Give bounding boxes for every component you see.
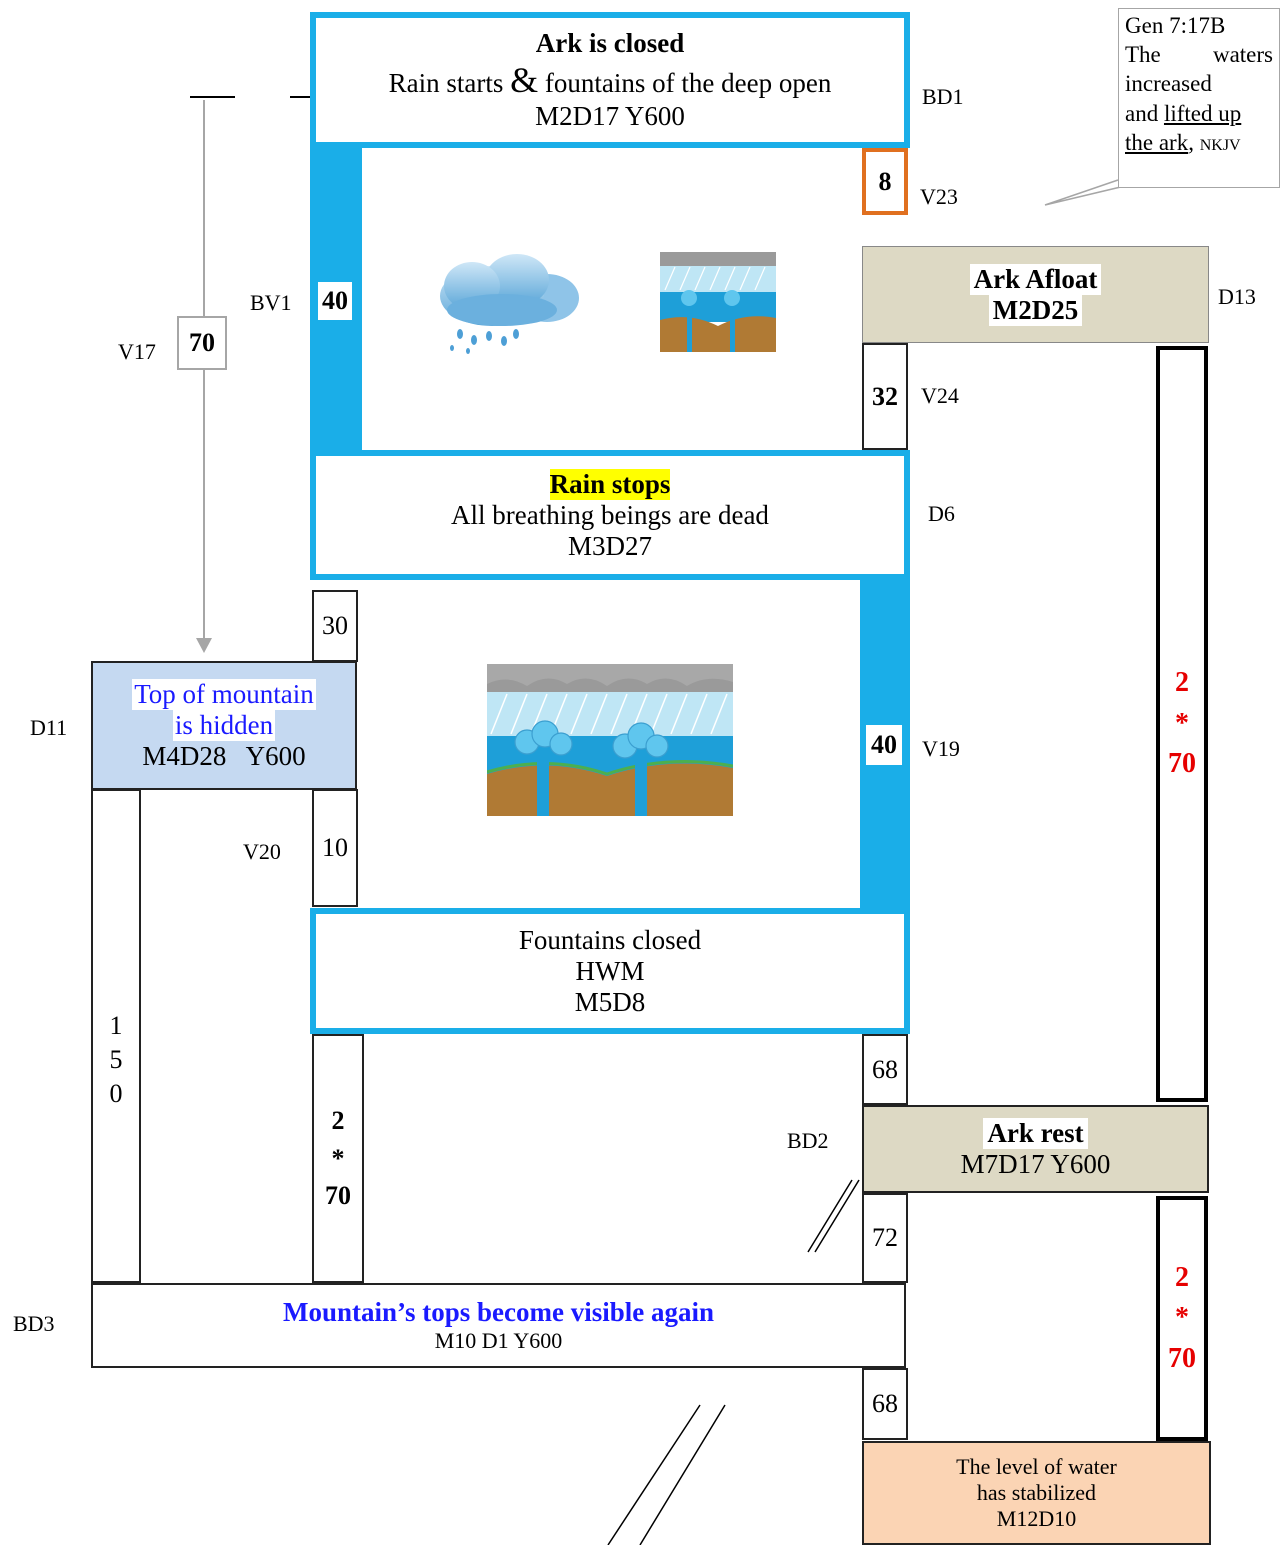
ark-closed-text-b: fountains of the deep open (538, 68, 832, 98)
callout-nkjv: NKJV (1199, 136, 1241, 154)
fountains-closed-title: Fountains closed (518, 924, 702, 955)
mountain-visible-title: Mountain’s tops become visible again (282, 1297, 715, 1327)
callout-the: The (1125, 42, 1161, 68)
ark-afloat-title: Ark Afloat (973, 263, 1098, 294)
count-150-box: 1 5 0 (91, 789, 141, 1283)
right-bottom-star: * (1175, 1302, 1189, 1334)
right-bottom-70: 70 (1168, 1342, 1196, 1374)
label-v20: V20 (243, 839, 281, 864)
ark-closed-box: Ark is closed Rain starts & fountains of… (310, 12, 910, 148)
count-72-box: 72 (862, 1193, 908, 1283)
flood-fountain-icon-small (660, 252, 776, 352)
mountain-hidden-box: Top of mountain is hidden M4D28 Y600 (91, 661, 357, 790)
v23-count-box: 8 (862, 148, 908, 215)
count-10-box: 10 (312, 789, 358, 907)
rain-stops-box: Rain stops All breathing beings are dead… (310, 450, 910, 580)
ark-closed-amp: & (510, 60, 539, 100)
ark-closed-text-a: Rain starts (388, 68, 511, 98)
ark-closed-date: M2D17 Y600 (535, 101, 685, 131)
left-70: 70 (325, 1181, 351, 1211)
count-30-box: 30 (312, 590, 358, 662)
rain-cloud-icon (440, 254, 579, 354)
ark-afloat-label-wrap: Ark Afloat (969, 263, 1102, 295)
mountain-hidden-date: M4D28 Y600 (142, 741, 306, 771)
callout-increased: increased (1125, 71, 1212, 97)
callout-line2: The waters (1125, 40, 1273, 69)
ark-closed-title: Ark is closed (535, 28, 685, 58)
callout-lifted: lifted up (1163, 100, 1242, 126)
water-stabilized-line1: The level of water (956, 1454, 1117, 1479)
label-bd3: BD3 (13, 1311, 55, 1336)
count-150-digit2: 5 (109, 1044, 123, 1074)
right-bottom-2: 2 (1175, 1261, 1189, 1293)
right-top-70: 70 (1168, 748, 1196, 780)
fountains-closed-box: Fountains closed HWM M5D8 (310, 908, 910, 1034)
mountain-hidden-line1: Top of mountain (132, 679, 316, 710)
rain-stops-title: Rain stops (549, 468, 671, 500)
fountains-closed-date: M5D8 (574, 986, 646, 1017)
count-150-digit3: 0 (109, 1078, 123, 1108)
count-150-digit1: 1 (109, 1011, 123, 1040)
rain-stops-date: M3D27 (567, 530, 652, 561)
water-stabilized-line2: has stabilized (976, 1480, 1097, 1505)
label-v19: V19 (922, 736, 960, 761)
v17-count-box: 70 (177, 316, 227, 370)
mountain-hidden-line2: is hidden (172, 710, 276, 741)
label-d11: D11 (30, 715, 68, 740)
water-stabilized-date: M12D10 (996, 1506, 1077, 1531)
label-v23: V23 (920, 184, 958, 209)
ark-rest-box: Ark rest M7D17 Y600 (862, 1105, 1209, 1193)
left-2: 2 (331, 1105, 345, 1135)
ark-rest-title: Ark rest (983, 1118, 1088, 1149)
callout-and: and (1125, 100, 1164, 126)
callout-line4: and lifted up (1125, 99, 1273, 128)
right-2x70-top: 2 * 70 (1156, 346, 1208, 1102)
mountain-visible-box: Mountain’s tops become visible again M10… (91, 1283, 906, 1368)
callout-waters: waters (1212, 42, 1273, 68)
ark-afloat-box: Ark Afloat M2D25 (862, 246, 1209, 343)
v24-count-box: 32 (862, 343, 908, 450)
bv1-count: 40 (318, 282, 352, 320)
flood-fountain-icon (487, 664, 733, 816)
count-68-lower: 68 (862, 1368, 908, 1440)
label-v24: V24 (921, 383, 959, 408)
ark-afloat-date: M2D25 (988, 294, 1083, 326)
right-top-2: 2 (1175, 667, 1189, 699)
label-v17: V17 (118, 339, 156, 364)
rain-stops-line: All breathing beings are dead (451, 499, 769, 530)
label-bd2: BD2 (787, 1128, 829, 1153)
label-bv1: BV1 (250, 290, 292, 315)
fountains-closed-hwm: HWM (575, 955, 645, 986)
right-2x70-bottom: 2 * 70 (1156, 1196, 1208, 1441)
callout-line5: the ark, NKJV (1125, 128, 1273, 157)
v19-count: 40 (866, 725, 902, 765)
ark-rest-date: M7D17 Y600 (960, 1149, 1111, 1179)
label-bd1: BD1 (922, 84, 964, 109)
gen-callout: Gen 7:17B The waters increased and lifted… (1118, 8, 1280, 188)
right-top-star: * (1175, 707, 1189, 739)
label-d6: D6 (928, 501, 955, 526)
callout-ark: the ark (1125, 129, 1189, 155)
left-star: * (331, 1143, 345, 1173)
ark-closed-line: Rain starts & fountains of the deep open (389, 59, 832, 101)
left-2x70: 2 * 70 (312, 1034, 364, 1283)
count-68-upper: 68 (862, 1034, 908, 1105)
callout-ref: Gen 7:17B (1125, 13, 1226, 38)
water-stabilized-box: The level of water has stabilized M12D10 (862, 1441, 1211, 1545)
mountain-visible-date: M10 D1 Y600 (434, 1328, 563, 1353)
callout-comma: , (1188, 129, 1200, 155)
label-d13: D13 (1218, 284, 1256, 309)
